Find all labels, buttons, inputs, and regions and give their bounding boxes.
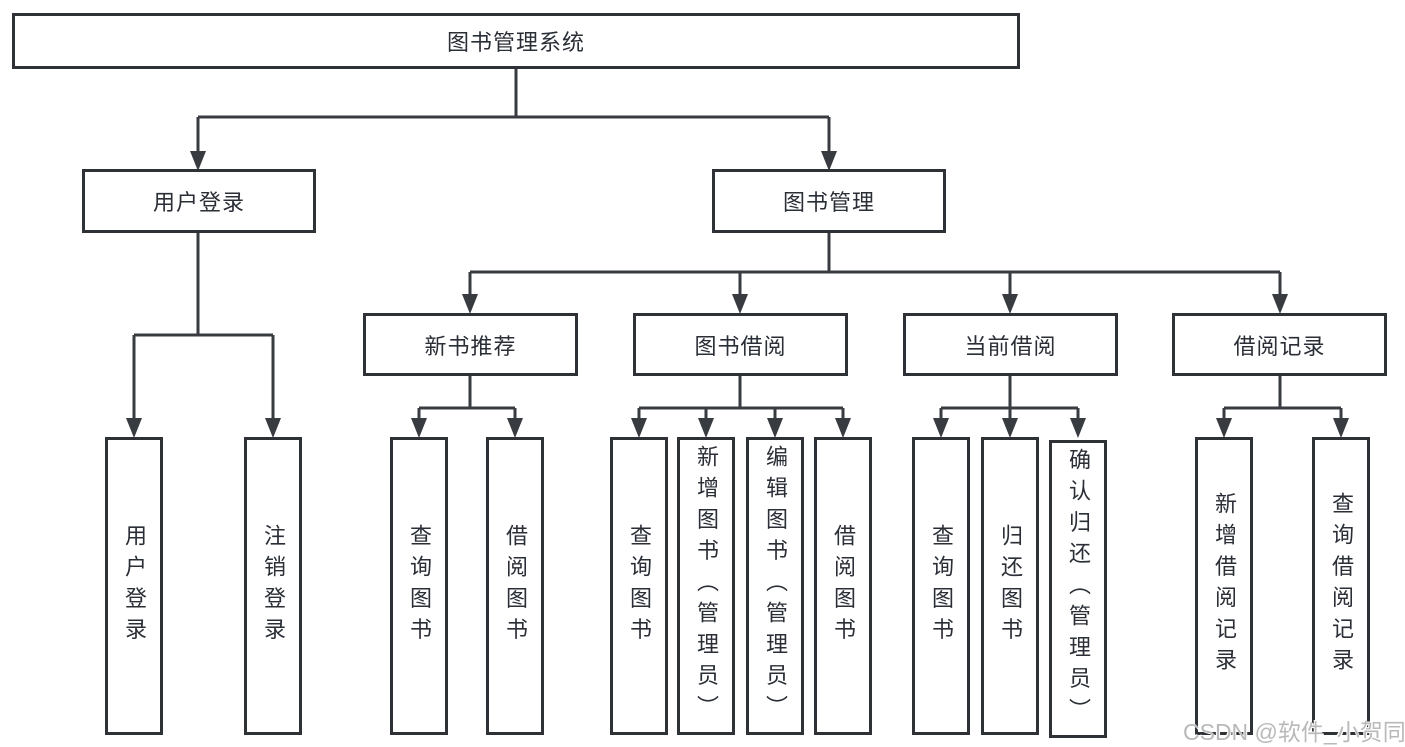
arrow-icon xyxy=(1002,418,1018,438)
node-leaf-add-book: 新增图书（管理员） xyxy=(677,437,735,735)
arrow-icon xyxy=(411,418,427,438)
node-root-label: 图书管理系统 xyxy=(446,30,585,55)
node-user-login-group: 用户登录 xyxy=(82,169,316,233)
node-book-borrowing: 图书借阅 xyxy=(633,313,848,376)
node-book-management-group: 图书管理 xyxy=(712,169,946,233)
node-root: 图书管理系统 xyxy=(12,13,1020,69)
node-book-management-group-label: 图书管理 xyxy=(782,190,875,215)
node-leaf-logout: 注销登录 xyxy=(244,437,302,735)
arrow-icon xyxy=(835,418,851,438)
arrow-icon xyxy=(265,418,281,438)
node-leaf-query-borrow-record: 查询借阅记录 xyxy=(1312,437,1370,735)
arrow-icon xyxy=(190,151,206,171)
node-leaf-query-book-3-label: 查询图书 xyxy=(929,523,954,649)
node-leaf-confirm-return: 确认归还（管理员） xyxy=(1049,440,1107,738)
node-leaf-add-borrow-record: 新增借阅记录 xyxy=(1195,437,1253,735)
tree-connector-path xyxy=(132,69,1343,420)
node-leaf-query-book-1: 查询图书 xyxy=(390,437,448,735)
arrowheads xyxy=(126,151,1349,438)
arrow-icon xyxy=(126,418,142,438)
arrow-icon xyxy=(1216,418,1232,438)
node-leaf-user-login-label: 用户登录 xyxy=(122,523,147,649)
arrow-icon xyxy=(698,418,714,438)
node-current-borrowing-label: 当前借阅 xyxy=(964,333,1057,359)
node-leaf-user-login: 用户登录 xyxy=(105,437,163,735)
arrow-icon xyxy=(631,418,647,438)
node-leaf-logout-label: 注销登录 xyxy=(261,523,286,649)
node-leaf-query-book-2-label: 查询图书 xyxy=(627,523,652,649)
arrow-icon xyxy=(767,418,783,438)
node-leaf-edit-book: 编辑图书（管理员） xyxy=(746,437,804,735)
node-borrowing-records-label: 借阅记录 xyxy=(1233,333,1326,359)
arrow-icon xyxy=(507,418,523,438)
node-leaf-add-book-label: 新增图书（管理员） xyxy=(694,445,719,727)
node-new-book-recommend: 新书推荐 xyxy=(363,313,578,376)
arrow-icon xyxy=(1070,418,1086,438)
node-leaf-edit-book-label: 编辑图书（管理员） xyxy=(763,445,788,727)
node-leaf-add-borrow-record-label: 新增借阅记录 xyxy=(1212,492,1237,680)
arrow-icon xyxy=(462,294,478,314)
node-user-login-group-label: 用户登录 xyxy=(152,190,245,215)
csdn-watermark: CSDN @软件_小贺同学 xyxy=(1183,719,1405,745)
node-borrowing-records: 借阅记录 xyxy=(1172,313,1387,376)
node-leaf-borrow-book-2: 借阅图书 xyxy=(814,437,872,735)
node-new-book-recommend-label: 新书推荐 xyxy=(424,333,517,359)
node-current-borrowing: 当前借阅 xyxy=(903,313,1118,376)
arrow-icon xyxy=(1272,294,1288,314)
arrow-icon xyxy=(933,418,949,438)
arrow-icon xyxy=(1333,418,1349,438)
arrow-icon xyxy=(821,151,837,171)
node-leaf-query-book-1-label: 查询图书 xyxy=(407,523,432,649)
node-leaf-query-book-3: 查询图书 xyxy=(912,437,970,735)
node-leaf-confirm-return-label: 确认归还（管理员） xyxy=(1066,448,1091,730)
arrow-icon xyxy=(732,294,748,314)
node-leaf-return-book-label: 归还图书 xyxy=(998,523,1023,649)
node-leaf-borrow-book-1: 借阅图书 xyxy=(486,437,544,735)
node-leaf-query-borrow-record-label: 查询借阅记录 xyxy=(1329,492,1354,680)
node-leaf-borrow-book-2-label: 借阅图书 xyxy=(831,523,856,649)
node-leaf-borrow-book-1-label: 借阅图书 xyxy=(503,523,528,649)
node-leaf-return-book: 归还图书 xyxy=(981,437,1039,735)
node-book-borrowing-label: 图书借阅 xyxy=(694,333,787,359)
node-leaf-query-book-2: 查询图书 xyxy=(610,437,668,735)
arrow-icon xyxy=(1002,294,1018,314)
